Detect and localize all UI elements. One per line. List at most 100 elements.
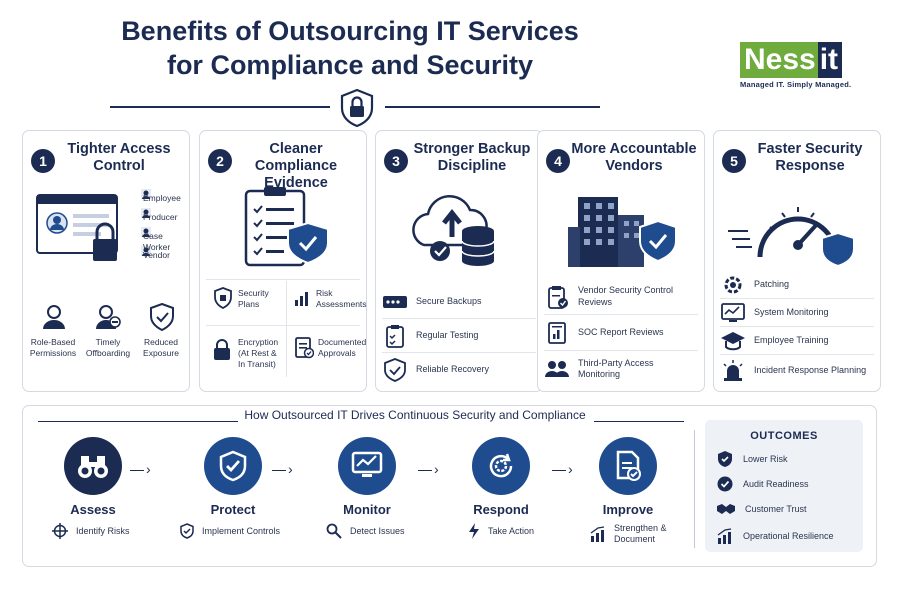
vendor-building-illustration — [568, 197, 677, 267]
document-check-icon — [599, 437, 657, 495]
process-title: How Outsourced IT Drives Continuous Secu… — [244, 408, 586, 422]
item-row: Reliable Recovery — [382, 353, 536, 387]
item-row: SOC Report Reviews — [544, 315, 698, 351]
item-employee-training: Employee Training — [754, 334, 829, 345]
shield-lock-icon — [340, 88, 374, 128]
step-sub-text: Strengthen & Document — [614, 523, 667, 544]
outcome-item: Audit Readiness — [717, 476, 809, 492]
step-sub-text: Identify Risks — [76, 525, 130, 536]
users-icon — [545, 361, 569, 377]
step-improve-sub: Strengthen & Document — [590, 523, 670, 545]
card-number: 4 — [546, 149, 570, 173]
outcome-audit-readiness: Audit Readiness — [743, 479, 809, 489]
monitor-icon — [721, 302, 745, 322]
step-protect-sub: Implement Controls — [180, 523, 280, 539]
item-role-based-permissions: Role-Based Permissions — [29, 337, 77, 358]
clipboard-check-icon — [386, 324, 404, 348]
shield-plan-icon — [214, 287, 232, 309]
lightning-icon — [469, 523, 479, 539]
chevron-arrow-icon: › — [552, 461, 573, 477]
logo-word-b: it — [817, 42, 843, 78]
company-logo: Ness it Managed IT. Simply Managed. — [740, 42, 880, 89]
item-risk-assessments: Risk Assessments — [316, 288, 367, 309]
padlock-icon — [214, 339, 230, 360]
card-number: 2 — [208, 149, 232, 173]
item-secure-backups: Secure Backups — [416, 295, 482, 306]
item-timely-offboarding: Timely Offboarding — [85, 337, 131, 358]
outcome-lower-risk: Lower Risk — [743, 454, 788, 464]
step-label: Assess — [70, 502, 116, 517]
item-row: Vendor Security Control Reviews — [544, 279, 698, 315]
card-access-control: 1 Tighter Access Control Employee Produc… — [22, 130, 190, 392]
shield-check-icon — [718, 451, 732, 467]
item-row: Employee Training — [720, 327, 874, 355]
title-line-1: Benefits of Outsourcing IT Services — [121, 16, 579, 46]
card-accountable-vendors: 4 More Accountable Vendors Vendor Securi… — [537, 130, 705, 392]
card-title: Stronger Backup Discipline — [413, 141, 531, 174]
outcomes-panel: OUTCOMES Lower Risk Audit Readiness Cust… — [705, 420, 863, 552]
clipboard-check-icon — [548, 285, 568, 309]
cloud-backup-illustration — [412, 194, 495, 266]
shield-check-icon — [384, 358, 406, 382]
card-number: 1 — [31, 149, 55, 173]
step-assess: Assess — [38, 437, 148, 517]
item-row: Incident Response Planning — [720, 355, 874, 387]
item-row: Secure Backups — [382, 285, 536, 319]
access-control-illustration — [36, 189, 151, 261]
shield-check-icon — [150, 303, 174, 331]
growth-chart-icon — [717, 528, 732, 544]
outcome-customer-trust: Customer Trust — [745, 504, 807, 514]
chevron-arrow-icon: › — [272, 461, 293, 477]
growth-chart-icon — [590, 526, 605, 542]
outcomes-divider — [694, 430, 695, 548]
step-improve: Improve — [573, 437, 683, 517]
card-title: More Accountable Vendors — [571, 141, 697, 174]
search-icon — [326, 523, 342, 539]
crosshair-icon — [52, 523, 68, 539]
step-monitor: Monitor — [312, 437, 422, 517]
role-case-worker: Case Worker — [143, 231, 171, 252]
binoculars-icon — [64, 437, 122, 495]
user-badge-icon — [43, 305, 65, 329]
item-regular-testing: Regular Testing — [416, 329, 479, 340]
card-title: Tighter Access Control — [67, 141, 171, 174]
item-row: Third-Party Access Monitoring — [544, 351, 698, 387]
step-label: Monitor — [343, 502, 391, 517]
step-sub-text: Take Action — [488, 525, 535, 536]
item-reduced-exposure: Reduced Exposure — [143, 337, 179, 358]
outcome-item: Lower Risk — [717, 450, 788, 468]
process-divider-right — [594, 421, 684, 422]
process-panel — [22, 405, 877, 567]
user-remove-icon — [96, 305, 121, 329]
card-number: 5 — [722, 149, 746, 173]
card-number: 3 — [384, 149, 408, 173]
refresh-gear-icon — [472, 437, 530, 495]
item-row: Patching — [720, 271, 874, 299]
title-divider-right — [385, 106, 600, 108]
item-encryption: Encryption (At Rest & In Transit) — [238, 337, 279, 369]
monitor-chart-icon — [338, 437, 396, 495]
server-icon — [383, 295, 407, 308]
report-icon — [548, 321, 566, 344]
card-title: Cleaner Compliance Evidence — [254, 141, 338, 191]
shield-check-icon — [204, 437, 262, 495]
item-soc-report-reviews: SOC Report Reviews — [578, 326, 664, 337]
handshake-icon — [717, 504, 735, 514]
logo-word-a: Ness — [740, 42, 818, 78]
outcomes-title: OUTCOMES — [750, 430, 818, 442]
logo-tagline: Managed IT. Simply Managed. — [740, 80, 852, 89]
card-title: Faster Security Response — [757, 141, 863, 174]
item-reliable-recovery: Reliable Recovery — [416, 364, 490, 375]
bar-chart-icon — [295, 292, 308, 306]
document-check-icon — [295, 337, 314, 359]
step-assess-sub: Identify Risks — [52, 523, 130, 539]
role-producer: Producer — [143, 212, 178, 222]
process-divider-left — [38, 421, 238, 422]
item-documented-approvals: Documented Approvals — [318, 337, 367, 358]
step-sub-text: Implement Controls — [202, 525, 281, 536]
item-row: Regular Testing — [382, 319, 536, 353]
title-line-2: for Compliance and Security — [166, 50, 534, 80]
step-respond: Respond — [446, 437, 556, 517]
step-protect: Protect — [178, 437, 288, 517]
outcome-operational-resilience: Operational Resilience — [743, 531, 834, 541]
